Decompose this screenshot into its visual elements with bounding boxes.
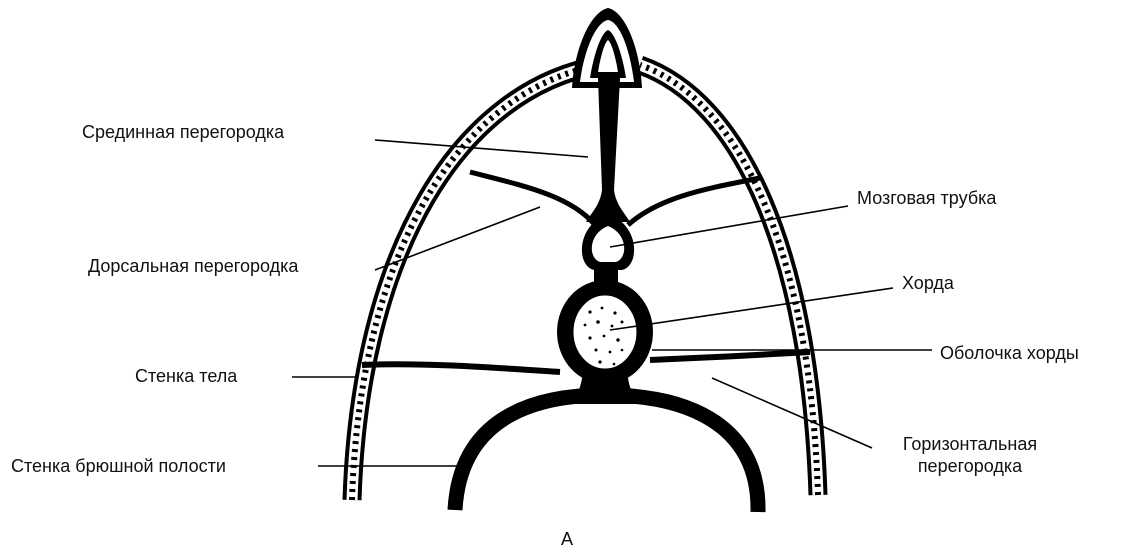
label-dorsal-septum: Дорсальная перегородка [88, 255, 298, 277]
notochord [557, 280, 653, 384]
median-septum [586, 78, 630, 222]
leader-median-septum [375, 140, 588, 157]
label-notochord: Хорда [902, 272, 954, 294]
leader-notochord [610, 288, 893, 330]
label-horizontal-septum-line2: перегородка [880, 455, 1060, 477]
figure-letter: А [557, 528, 577, 550]
label-notochord-sheath: Оболочка хорды [940, 342, 1079, 364]
label-horizontal-septum: Горизонтальная перегородка [880, 433, 1060, 477]
dorsal-fin [572, 8, 642, 88]
label-horizontal-septum-line1: Горизонтальная [880, 433, 1060, 455]
label-neural-tube: Мозговая трубка [857, 187, 996, 209]
body-wall [352, 65, 818, 500]
abdominal-wall [455, 395, 758, 512]
label-body-wall: Стенка тела [135, 365, 237, 387]
label-median-septum: Срединная перегородка [82, 121, 284, 143]
label-abdominal-wall: Стенка брюшной полости [11, 455, 226, 477]
